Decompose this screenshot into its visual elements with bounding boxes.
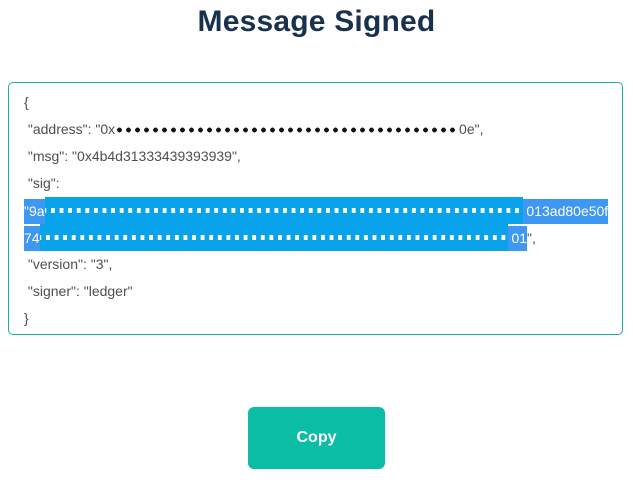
signed-message-json[interactable]: { "address": "0x 0e", "msg": "0x4b4d3133… (24, 89, 622, 332)
signed-message-box: { "address": "0x 0e", "msg": "0x4b4d3133… (8, 82, 623, 335)
json-line-msg: "msg": "0x4b4d31333439393939", (24, 143, 622, 170)
copy-button[interactable]: Copy (248, 407, 385, 469)
address-key-text: "address": "0x (24, 121, 116, 137)
json-open-brace: { (24, 94, 29, 110)
address-redaction-dots (115, 125, 456, 135)
msg-text: "msg": "0x4b4d31333439393939", (24, 148, 241, 164)
page-title: Message Signed (197, 5, 436, 38)
sig-selected-end-2: 01 (507, 226, 528, 251)
json-close-brace: } (24, 310, 29, 326)
json-line-version: "version": "3", (24, 251, 622, 278)
json-line-close: } (24, 305, 622, 332)
sig-redaction-dots-1 (44, 197, 523, 224)
sig-selected-start-2: 74 (24, 226, 40, 251)
button-row: Copy (0, 407, 633, 469)
json-line-sig-value-2: 74 01", (24, 224, 622, 251)
sig-redaction-dots-2 (39, 224, 508, 251)
version-text: "version": "3", (24, 256, 113, 272)
sig-closing-quote-text: ", (527, 230, 536, 246)
sig-key-text: "sig": (24, 175, 60, 191)
json-line-open: { (24, 89, 622, 116)
json-line-sig-key: "sig": (24, 170, 622, 197)
json-line-sig-value-1: "9a 013ad80e50f (24, 197, 622, 224)
sig-selected-end-1: 013ad80e50f (522, 199, 609, 224)
json-line-address: "address": "0x 0e", (24, 116, 622, 143)
json-line-signer: "signer": "ledger" (24, 278, 622, 305)
sig-selected-start-1: "9a (24, 199, 45, 224)
address-suffix-text: 0e", (455, 121, 484, 137)
signer-text: "signer": "ledger" (24, 283, 133, 299)
